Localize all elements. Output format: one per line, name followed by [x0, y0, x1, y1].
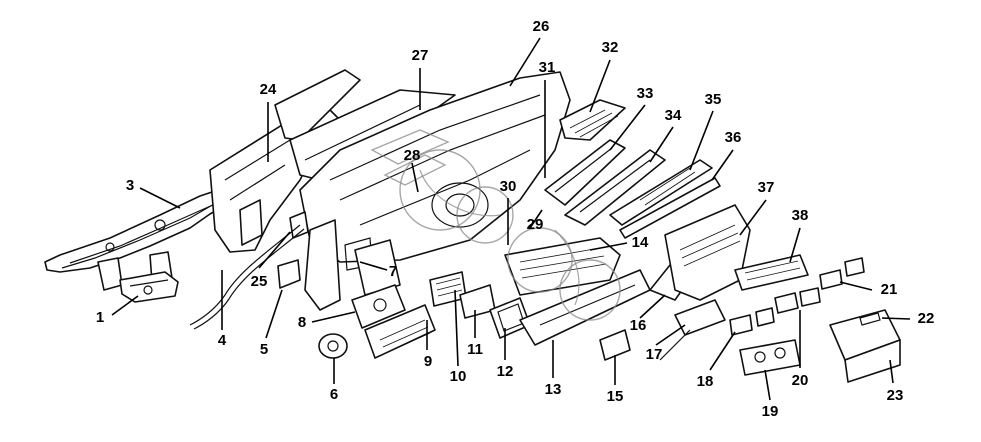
callout-23: 23 — [887, 387, 904, 404]
callout-16: 16 — [630, 317, 647, 334]
part-38-switch-panel — [734, 254, 809, 291]
callout-33: 33 — [637, 85, 654, 102]
part-25-bracket — [289, 211, 309, 239]
callout-27: 27 — [412, 47, 429, 64]
callout-14: 14 — [632, 234, 649, 251]
part-8-cover — [351, 284, 406, 329]
part-4-cable — [189, 224, 305, 330]
callout-38: 38 — [792, 207, 809, 224]
callout-5: 5 — [260, 341, 268, 358]
callout-8: 8 — [298, 314, 306, 331]
part-9-grille — [364, 304, 436, 359]
callout-17: 17 — [646, 346, 663, 363]
part-36-strip — [619, 177, 721, 239]
callout-25: 25 — [251, 273, 268, 290]
part-26-instrument-panel — [299, 71, 571, 311]
part-33-bracket — [544, 139, 626, 206]
part-34-long-panel — [564, 149, 666, 226]
part-5-clip — [277, 259, 301, 289]
part-37-console — [664, 204, 751, 301]
part-21-switch — [819, 257, 865, 290]
part-20-switch — [774, 287, 821, 314]
callout-32: 32 — [602, 39, 619, 56]
part-19-control-unit — [739, 339, 801, 376]
callout-7: 7 — [389, 263, 397, 280]
part-35-trim — [609, 159, 713, 226]
callout-37: 37 — [758, 179, 775, 196]
part-6-motor — [318, 333, 348, 359]
callout-24: 24 — [260, 81, 277, 98]
callout-20: 20 — [792, 372, 809, 389]
callout-30: 30 — [500, 178, 517, 195]
callout-11: 11 — [467, 341, 483, 358]
part-18-switch — [729, 307, 775, 336]
part-15-plate — [599, 329, 631, 361]
callout-36: 36 — [725, 129, 742, 146]
callout-15: 15 — [607, 388, 624, 405]
part-3-cross-member — [44, 185, 239, 291]
callout-10: 10 — [450, 368, 467, 385]
callout-26: 26 — [533, 18, 550, 35]
callout-34: 34 — [665, 107, 682, 124]
callout-22: 22 — [918, 310, 935, 327]
callout-4: 4 — [218, 332, 227, 349]
callout-12: 12 — [497, 363, 514, 380]
callout-6: 6 — [330, 386, 338, 403]
callout-1: 1 — [96, 309, 104, 326]
part-22-23-box — [829, 309, 901, 383]
callout-21: 21 — [881, 281, 898, 298]
callout-19: 19 — [762, 403, 779, 420]
watermark — [370, 129, 621, 321]
callout-31: 31 — [539, 59, 556, 76]
part-17-panel — [659, 299, 726, 361]
callout-9: 9 — [424, 353, 432, 370]
callout-28: 28 — [404, 147, 421, 164]
callout-35: 35 — [705, 91, 722, 108]
callout-18: 18 — [697, 373, 714, 390]
callout-13: 13 — [545, 381, 562, 398]
part-14-cluster — [504, 237, 621, 296]
leader-lines — [111, 37, 911, 401]
parts-drawing — [44, 69, 901, 383]
part-1-mount-bracket — [119, 271, 179, 303]
callout-labels: 1 3 4 5 6 7 8 9 10 11 12 13 14 15 16 17 … — [96, 18, 935, 420]
callout-29: 29 — [527, 216, 544, 233]
callout-3: 3 — [126, 177, 134, 194]
